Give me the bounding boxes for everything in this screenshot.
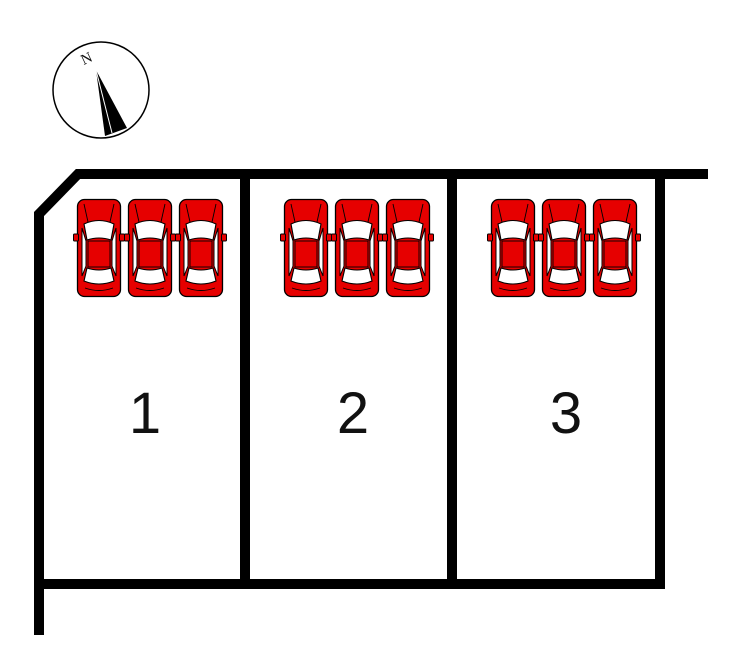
car-top-view-icon [588, 198, 642, 298]
parking-area-lot-2 [279, 198, 435, 298]
car-top-view-icon [174, 198, 228, 298]
site-boundary [34, 169, 708, 635]
parking-area-lot-3 [486, 198, 642, 298]
car-top-view-icon [330, 198, 384, 298]
car-top-view-icon [537, 198, 591, 298]
boundary-outer-left-top [34, 169, 708, 635]
lot-1: 1 [72, 198, 228, 446]
compass-north-arrow-icon [96, 70, 127, 136]
lot-number-2: 2 [337, 381, 369, 446]
lot-number-1: 1 [129, 381, 161, 446]
lot-3: 3 [486, 198, 642, 446]
car-top-view-icon [72, 198, 126, 298]
lot-number-3: 3 [550, 381, 582, 446]
car-top-view-icon [123, 198, 177, 298]
parking-area-lot-1 [72, 198, 228, 298]
lot-2: 2 [279, 198, 435, 446]
car-top-view-icon [486, 198, 540, 298]
car-top-view-icon [279, 198, 333, 298]
compass: N [52, 41, 150, 139]
car-top-view-icon [381, 198, 435, 298]
